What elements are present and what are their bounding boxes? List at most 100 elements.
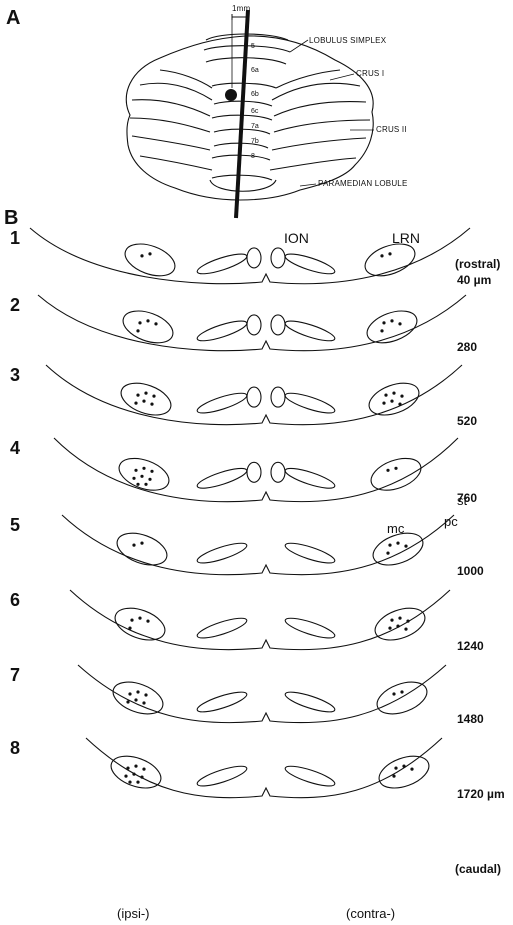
ion-contra (283, 465, 336, 492)
labeled-cell-ipsi (140, 776, 143, 779)
panel-a: A 1mm (6, 4, 408, 218)
section-number: 8 (10, 738, 20, 758)
section-depth: 1720 µm (457, 787, 505, 801)
labeled-cell-ipsi (150, 403, 153, 406)
labeled-cell-ipsi (142, 467, 145, 470)
labeled-cell-ipsi (128, 627, 131, 630)
section-number: 4 (10, 438, 20, 458)
panel-a-letter: A (6, 7, 20, 29)
labeled-cell-ipsi (148, 478, 151, 481)
labeled-cell-contra (388, 544, 391, 547)
labeled-cell-contra (382, 321, 385, 324)
labeled-cell-contra (388, 252, 391, 255)
lobule-6a: 6a (251, 67, 259, 74)
ion-medial-ipsi (247, 387, 261, 407)
labeled-cell-ipsi (148, 252, 151, 255)
labeled-cell-contra (380, 254, 383, 257)
labeled-cell-ipsi (146, 319, 149, 322)
labeled-cell-ipsi (126, 700, 129, 703)
labeled-cell-ipsi (132, 773, 135, 776)
lobule-6c: 6c (251, 108, 259, 115)
labeled-cell-ipsi (130, 619, 133, 622)
labeled-cell-ipsi (136, 483, 139, 486)
labeled-cell-ipsi (136, 690, 139, 693)
lrn-contra (371, 602, 429, 646)
section-number: 3 (10, 365, 20, 385)
ion-medial-contra (271, 462, 285, 482)
lrn-contra (363, 305, 421, 349)
section-number: 6 (10, 590, 20, 610)
labeled-cell-ipsi (128, 692, 131, 695)
label-paramedian-lobule: PARAMEDIAN LOBULE (318, 179, 408, 188)
section-depth: 760 (457, 491, 477, 505)
labeled-cell-contra (392, 392, 395, 395)
labeled-cell-ipsi (150, 470, 153, 473)
ion-medial-ipsi (247, 462, 261, 482)
labeled-cell-ipsi (124, 775, 127, 778)
lrn-ipsi (121, 238, 179, 282)
section-7: 7 1480 (10, 665, 484, 726)
section-number: 2 (10, 295, 20, 315)
labeled-cell-contra (392, 692, 395, 695)
lobule-5: 5 (251, 43, 255, 50)
labeled-cell-contra (400, 690, 403, 693)
labeled-cell-contra (396, 625, 399, 628)
section-outline (38, 295, 466, 351)
section-depth: 1240 (457, 639, 484, 653)
lobule-7a: 7a (251, 123, 259, 130)
labeled-cell-ipsi (136, 329, 139, 332)
ion-contra (283, 389, 336, 416)
section-outline (54, 438, 458, 502)
labeled-cell-ipsi (126, 767, 129, 770)
labeled-cell-ipsi (132, 477, 135, 480)
section-depth: 1480 (457, 712, 484, 726)
ion-contra (283, 250, 336, 277)
section-depth: 40 µm (457, 273, 491, 287)
section-number: 7 (10, 665, 20, 685)
label-ipsi: (ipsi-) (117, 906, 150, 921)
labeled-cell-contra (394, 467, 397, 470)
labeled-cell-contra (390, 619, 393, 622)
lrn-ipsi (119, 305, 177, 349)
section-4: 4 760 (10, 438, 477, 505)
lrn-ipsi (117, 377, 175, 421)
labeled-cell-contra (384, 394, 387, 397)
electrode-track (236, 10, 248, 218)
section-depth: 1000 (457, 564, 484, 578)
ion-ipsi (195, 762, 248, 789)
labeled-cell-ipsi (142, 768, 145, 771)
section-depth: 280 (457, 340, 477, 354)
panel-b: B ION LRN (rostral) st mc pc (caudal) (i… (4, 207, 505, 921)
section-outline (86, 738, 442, 798)
ion-contra (283, 539, 336, 566)
labeled-cell-contra (396, 542, 399, 545)
labeled-cell-contra (398, 403, 401, 406)
labeled-cell-contra (400, 395, 403, 398)
section-6: 6 1240 (10, 590, 484, 653)
section-2: 2 280 (10, 295, 477, 354)
labeled-cell-ipsi (142, 400, 145, 403)
labeled-cell-contra (382, 402, 385, 405)
ion-medial-contra (271, 315, 285, 335)
ion-contra (283, 762, 336, 789)
ion-contra (283, 688, 336, 715)
ion-contra (283, 317, 336, 344)
labeled-cell-ipsi (136, 394, 139, 397)
ion-medial-contra (271, 387, 285, 407)
labeled-cell-contra (404, 628, 407, 631)
labeled-cell-ipsi (140, 475, 143, 478)
labeled-cell-ipsi (144, 693, 147, 696)
labeled-cell-ipsi (136, 781, 139, 784)
label-ion: ION (284, 230, 309, 246)
label-caudal: (caudal) (455, 862, 501, 876)
lobule-7b: 7b (251, 138, 259, 145)
ion-contra (283, 614, 336, 641)
cerebellum-drawing (126, 34, 373, 200)
labeled-cell-contra (410, 768, 413, 771)
ion-ipsi (195, 539, 248, 566)
labeled-cell-contra (402, 765, 405, 768)
ion-ipsi (195, 688, 248, 715)
label-crus-ii: CRUS II (376, 125, 407, 134)
